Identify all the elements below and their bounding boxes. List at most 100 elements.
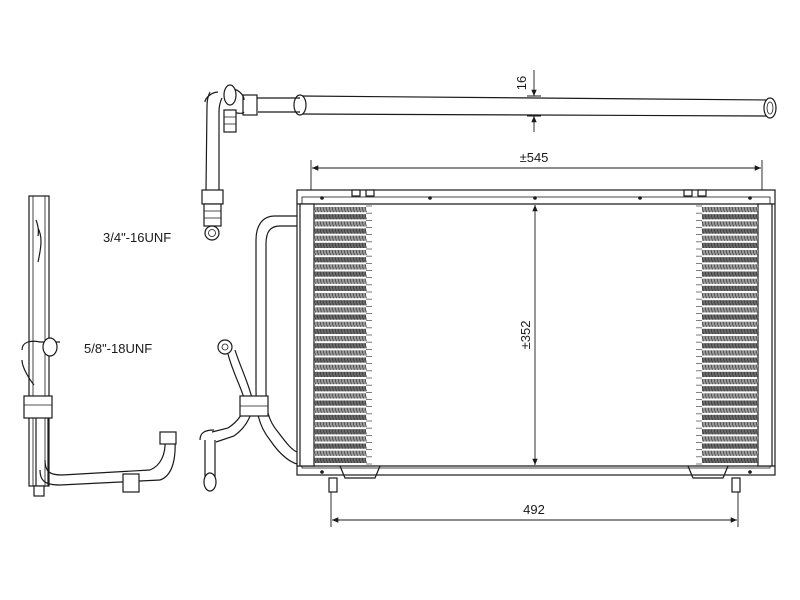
fin-line xyxy=(704,371,707,378)
fin-line xyxy=(352,429,355,435)
fin-line xyxy=(734,228,737,234)
fin-line xyxy=(361,328,364,335)
fin-line xyxy=(716,307,719,313)
fin-line xyxy=(710,414,713,421)
fin-line xyxy=(331,292,334,299)
fin-line xyxy=(340,242,343,249)
fin-line xyxy=(755,292,758,299)
fin-row xyxy=(314,350,366,356)
fin-line xyxy=(337,450,340,456)
fin-line xyxy=(716,386,719,392)
fin-line xyxy=(352,214,355,220)
fin-line xyxy=(725,300,728,306)
fin-line xyxy=(749,321,752,327)
fin-line xyxy=(722,300,725,306)
fin-line xyxy=(346,429,349,435)
fin-line xyxy=(361,414,364,421)
fin-line xyxy=(713,235,716,241)
fin-line xyxy=(755,436,758,442)
fin-line xyxy=(701,457,704,464)
fin-line xyxy=(325,242,328,249)
fin-line xyxy=(364,414,367,421)
fin-line xyxy=(755,414,758,421)
fin-line xyxy=(749,335,752,342)
fin-row xyxy=(314,414,366,420)
fin-line xyxy=(737,292,740,299)
fin-line xyxy=(346,436,349,442)
fin-line xyxy=(325,364,328,370)
fin-line xyxy=(319,335,322,342)
fin-line xyxy=(728,457,731,464)
fin-line xyxy=(743,371,746,378)
fin-line xyxy=(704,264,707,270)
mount-spacing-dimension: 492 xyxy=(330,492,739,527)
fin-line xyxy=(701,400,704,406)
fin-line xyxy=(755,257,758,263)
fin-line xyxy=(343,436,346,442)
fin-line xyxy=(755,364,758,370)
fin-line xyxy=(707,257,710,263)
fin-line xyxy=(331,214,334,220)
fin-line xyxy=(361,292,364,299)
fin-line xyxy=(313,242,316,249)
fin-line xyxy=(343,400,346,406)
fin-line xyxy=(343,285,346,292)
fin-line xyxy=(728,257,731,263)
fin-line xyxy=(334,421,337,428)
fin-line xyxy=(319,314,322,320)
fin-line xyxy=(334,378,337,385)
fin-line xyxy=(716,400,719,406)
fin-line xyxy=(719,371,722,378)
fin-line xyxy=(325,271,328,277)
fin-line xyxy=(364,321,367,327)
fin-line xyxy=(331,235,334,241)
fin-line xyxy=(710,357,713,363)
fin-line xyxy=(313,429,316,435)
fin-line xyxy=(755,357,758,363)
fin-line xyxy=(349,235,352,241)
fin-line xyxy=(734,350,737,356)
fin-line xyxy=(725,278,728,284)
fin-line xyxy=(316,206,319,213)
fin-line xyxy=(361,386,364,392)
fin-line xyxy=(713,264,716,270)
fin-line xyxy=(752,292,755,299)
fin-line xyxy=(337,249,340,256)
fin-line xyxy=(737,400,740,406)
fin-line xyxy=(722,436,725,442)
fin-line xyxy=(328,436,331,442)
fin-line xyxy=(713,443,716,449)
fin-line xyxy=(322,314,325,320)
fin-line xyxy=(755,371,758,378)
fin-line xyxy=(340,249,343,256)
fin-line xyxy=(728,271,731,277)
fin-line xyxy=(716,457,719,464)
fin-line xyxy=(743,228,746,234)
fin-line xyxy=(734,443,737,449)
fin-line xyxy=(713,350,716,356)
fin-line xyxy=(313,249,316,256)
fin-line xyxy=(313,228,316,234)
fin-line xyxy=(704,443,707,449)
fin-line xyxy=(364,264,367,270)
fin-line xyxy=(322,328,325,335)
fin-line xyxy=(701,314,704,320)
fin-line xyxy=(322,350,325,356)
fin-line xyxy=(701,443,704,449)
fin-line xyxy=(737,257,740,263)
fin-line xyxy=(719,357,722,363)
fin-line xyxy=(722,292,725,299)
fin-line xyxy=(352,257,355,263)
fin-line xyxy=(722,335,725,342)
fin-line xyxy=(707,436,710,442)
fin-line xyxy=(343,393,346,399)
fin-line xyxy=(749,364,752,370)
fin-line xyxy=(701,350,704,356)
fin-line xyxy=(334,214,337,220)
fin-line xyxy=(731,378,734,385)
fin-line xyxy=(704,271,707,277)
fin-line xyxy=(358,357,361,363)
fin-line xyxy=(707,321,710,327)
fin-row xyxy=(314,235,366,241)
fin-line xyxy=(740,386,743,392)
